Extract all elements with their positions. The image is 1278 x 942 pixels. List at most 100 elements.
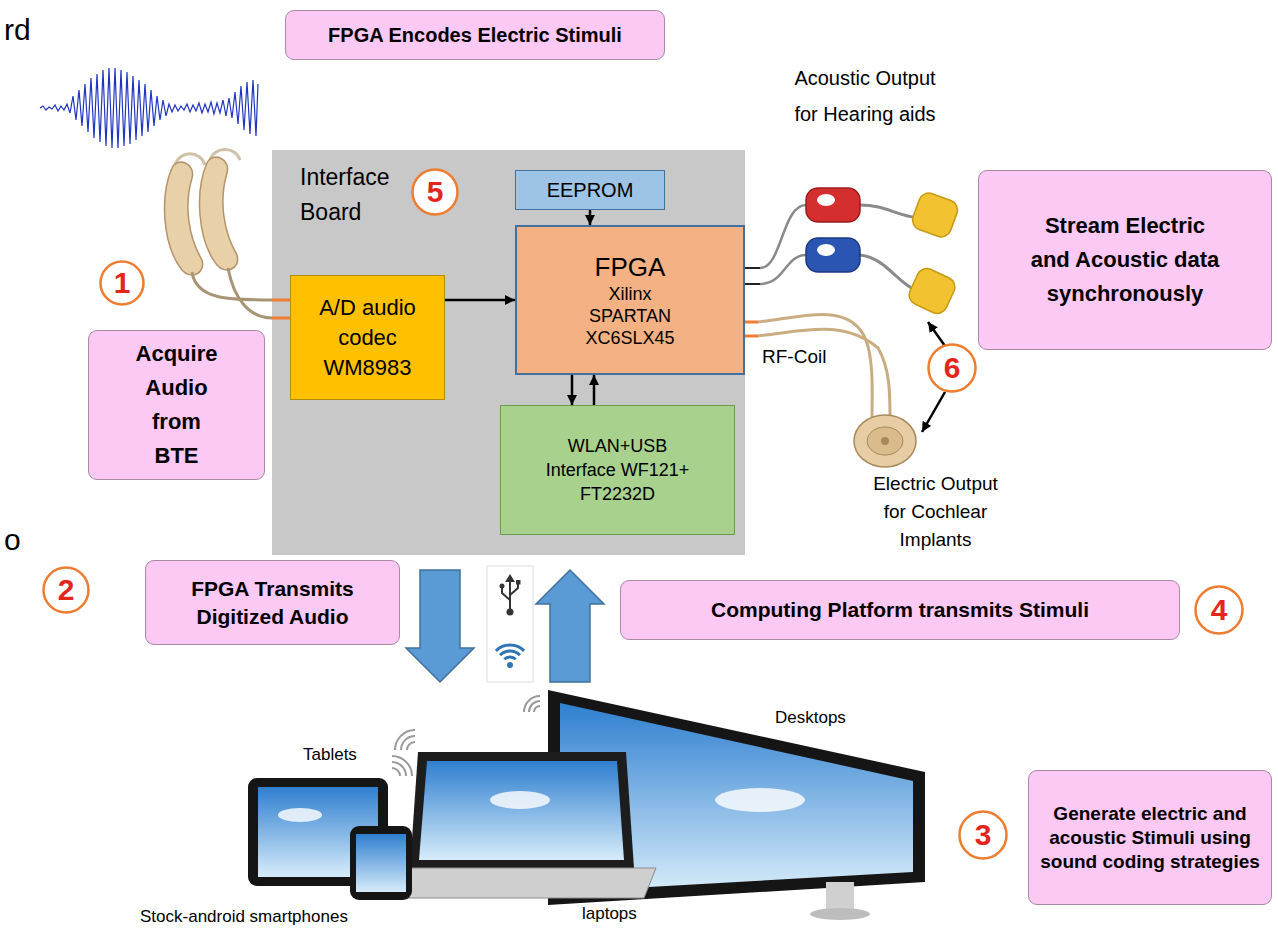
step-box: Stream Electric and Acoustic data synchr… <box>978 170 1272 350</box>
blue-earphone <box>806 238 860 272</box>
foam-tip <box>910 190 961 239</box>
device-label: Desktops <box>775 708 846 728</box>
output-label: Acoustic Output for Hearing aids <box>785 60 945 132</box>
callout-number: 4 <box>1211 594 1228 626</box>
coil-cable <box>758 329 890 417</box>
pointer-arrow <box>922 392 945 432</box>
fragment-text: o <box>4 522 21 558</box>
callout-circle <box>101 262 144 305</box>
rf-coil <box>854 415 916 467</box>
callout-number: 5 <box>427 176 444 208</box>
callout-circle <box>1196 587 1243 634</box>
step-box: Computing Platform transmits Stimuli <box>620 580 1180 640</box>
output-pin <box>745 267 760 269</box>
codec-block: A/D audio codec WM8983 <box>290 275 445 400</box>
callout-number: 5 <box>411 168 459 216</box>
device-label: laptops <box>582 904 637 924</box>
earphone-cable <box>860 255 915 290</box>
input-pin <box>272 299 290 302</box>
box-text: FPGA Transmits Digitized Audio <box>173 575 373 631</box>
laptop-base <box>388 868 656 898</box>
bte-hearing-aid <box>165 162 203 275</box>
earphone-cable <box>860 205 918 218</box>
signal-arrow <box>593 375 596 405</box>
callout-number: 4 <box>1194 585 1244 635</box>
foam-tip <box>906 265 958 316</box>
monitor-stand <box>810 908 870 920</box>
box-text: A/D audio codec WM8983 <box>312 293 424 383</box>
usb-symbol <box>505 574 515 582</box>
box-text: FPGA <box>595 251 666 283</box>
earphone-logo <box>817 194 835 206</box>
step-banner: FPGA Encodes Electric Stimuli <box>285 10 665 60</box>
callout-circle <box>960 812 1007 859</box>
transfer-arrow-up <box>536 570 604 682</box>
usb-symbol <box>510 584 518 595</box>
interface-board: Interface Board 5 EEPROM A/D audio codec WM… <box>272 150 745 555</box>
box-text: FPGA Encodes Electric Stimuli <box>328 22 622 48</box>
callout-number: 6 <box>927 343 977 393</box>
wifi-symbol <box>496 645 524 651</box>
output-label: Electric Output for Cochlear Implants <box>868 470 1003 554</box>
wireless-waves <box>524 696 540 712</box>
callout-number: 6 <box>944 352 961 384</box>
laptop-screen <box>419 761 624 860</box>
step-box: Acquire Audio from BTE <box>88 330 265 480</box>
wifi-symbol <box>507 662 513 668</box>
smartphone-screen <box>356 834 406 892</box>
rf-coil-center <box>881 437 889 445</box>
callout-circle <box>413 170 458 215</box>
input-pin <box>272 317 290 320</box>
box-text: Generate electric and acoustic Stimuli u… <box>1037 802 1263 874</box>
output-pin <box>745 321 758 324</box>
bte-hearing-aid <box>200 157 238 270</box>
earphone-cable <box>760 205 806 268</box>
screen-cloud <box>715 788 805 812</box>
box-text: Stream Electric and Acoustic data synchr… <box>1025 209 1225 311</box>
device-label: Tablets <box>303 745 357 765</box>
step-box: Generate electric and acoustic Stimuli u… <box>1028 770 1272 905</box>
device-label: Stock-android smartphones <box>140 907 348 927</box>
board-background <box>272 150 745 555</box>
signal-arrow <box>571 375 574 405</box>
callout-number: 1 <box>99 260 145 306</box>
wireless-waves <box>395 730 415 750</box>
link-icon-frame <box>487 566 533 682</box>
box-text: WLAN+USB Interface WF121+ FT2232D <box>538 434 698 506</box>
box-text: Acquire Audio from BTE <box>129 337 224 473</box>
earphone-logo <box>817 244 835 256</box>
interface-block: WLAN+USB Interface WF121+ FT2232D <box>500 405 735 535</box>
audio-waveform <box>40 68 258 148</box>
box-text: Interface Board <box>300 160 415 230</box>
signal-arrow <box>445 299 515 302</box>
laptop-lid <box>410 752 634 868</box>
callout-number: 2 <box>42 566 90 614</box>
callout-number: 2 <box>58 574 75 606</box>
screen-cloud <box>490 791 550 809</box>
part-label: RF-Coil <box>762 345 826 368</box>
monitor-stand <box>826 882 854 912</box>
callout-circle <box>44 568 89 613</box>
usb-symbol <box>502 588 510 600</box>
pointer-arrow <box>928 322 945 346</box>
signal-arrow <box>589 210 592 225</box>
callout-number: 1 <box>114 267 131 299</box>
board-panel <box>272 150 745 555</box>
wifi-symbol <box>500 651 520 655</box>
screen-cloud <box>278 808 322 822</box>
earphone-cable <box>760 255 806 284</box>
usb-symbol <box>507 609 514 616</box>
output-pin <box>745 283 760 285</box>
red-earphone <box>806 188 860 222</box>
transfer-arrow-down <box>406 570 474 682</box>
bte-cable <box>228 268 272 318</box>
step-box: FPGA Transmits Digitized Audio <box>145 560 400 645</box>
usb-symbol <box>500 584 505 589</box>
output-pin <box>745 335 758 338</box>
memory-block: EEPROM <box>515 170 665 210</box>
fpga-block: FPGAXilinx SPARTAN XC6SLX45 <box>515 225 745 375</box>
box-subtext: Xilinx SPARTAN XC6SLX45 <box>580 283 680 349</box>
wireless-waves <box>392 756 412 776</box>
callout-circle <box>929 345 976 392</box>
box-text: EEPROM <box>547 178 634 202</box>
